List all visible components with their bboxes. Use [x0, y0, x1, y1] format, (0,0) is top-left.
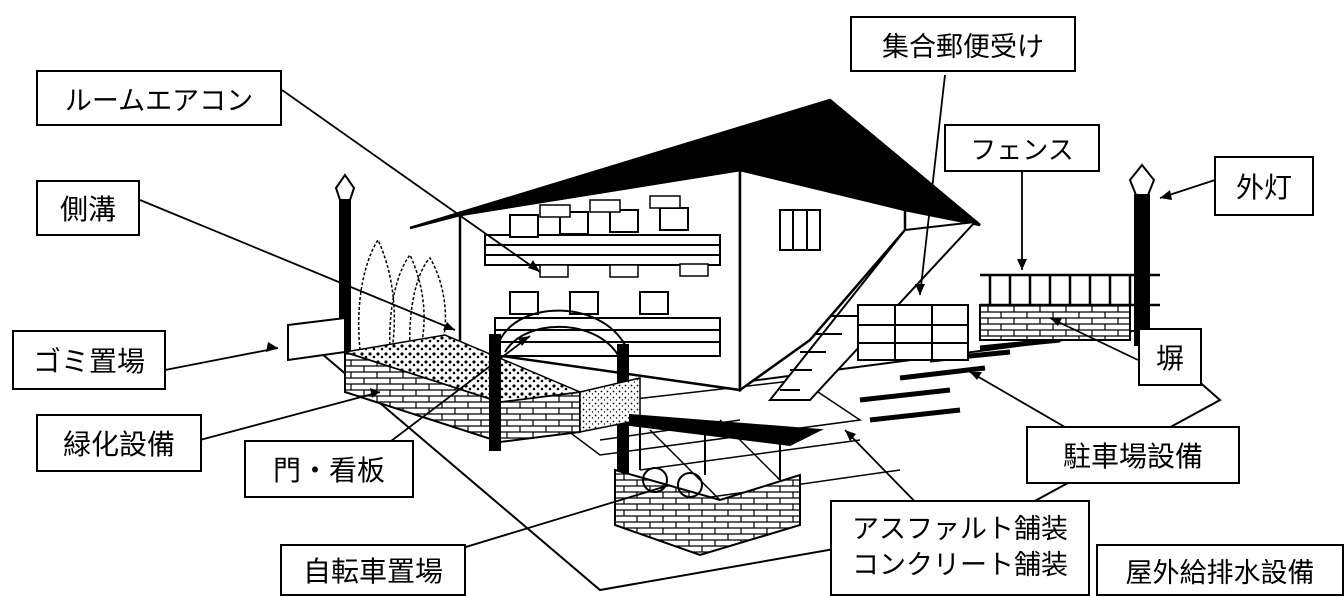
bicycle-shelter [614, 413, 824, 557]
label-greening: 緑化設備 [36, 414, 202, 472]
balconies [484, 234, 721, 357]
label-room-aircon-text: ルームエアコン [64, 85, 254, 117]
label-outdoor-light-text: 外灯 [1235, 171, 1292, 204]
label-mailbox-text: 集合郵便受け [882, 31, 1044, 63]
leader-lines [139, 74, 1216, 571]
label-outdoor-light: 外灯 [1214, 156, 1314, 216]
label-drainage-text: 屋外給排水設備 [1125, 557, 1315, 589]
label-greening-text: 緑化設備 [62, 428, 175, 461]
label-bicycle: 自転車置場 [280, 544, 466, 596]
mailbox-graphic [857, 304, 969, 361]
label-parking: 駐車場設備 [1026, 426, 1240, 484]
label-bicycle-text: 自転車置場 [302, 555, 443, 588]
arrowheads [266, 190, 1172, 441]
label-drainage: 屋外給排水設備 [1096, 544, 1344, 596]
label-paving: アスファルト舗装 コンクリート舗装 [830, 500, 1090, 596]
fence-graphic [980, 273, 1160, 307]
label-garbage-area-text: ゴミ置場 [32, 345, 145, 378]
label-gate-sign: 門・看板 [244, 440, 414, 498]
outdoor-lamps [334, 163, 1156, 351]
label-wall-text: 塀 [1155, 342, 1184, 375]
label-side-ditch-text: 側溝 [59, 193, 116, 226]
label-mailbox: 集合郵便受け [850, 16, 1076, 72]
label-parking-text: 駐車場設備 [1062, 440, 1203, 473]
label-fence: フェンス [944, 124, 1100, 172]
label-asphalt-text: アスファルト舗装 [852, 513, 1068, 545]
garbage-enclosure [287, 316, 346, 362]
label-gate-sign-text: 門・看板 [272, 454, 385, 487]
ac-units [539, 195, 709, 278]
label-side-ditch: 側溝 [36, 180, 140, 236]
label-garbage-area: ゴミ置場 [12, 330, 166, 390]
label-wall: 塀 [1138, 328, 1202, 386]
label-concrete-text: コンクリート舗装 [852, 550, 1068, 581]
label-fence-text: フェンス [970, 135, 1074, 166]
label-room-aircon: ルームエアコン [36, 70, 282, 126]
